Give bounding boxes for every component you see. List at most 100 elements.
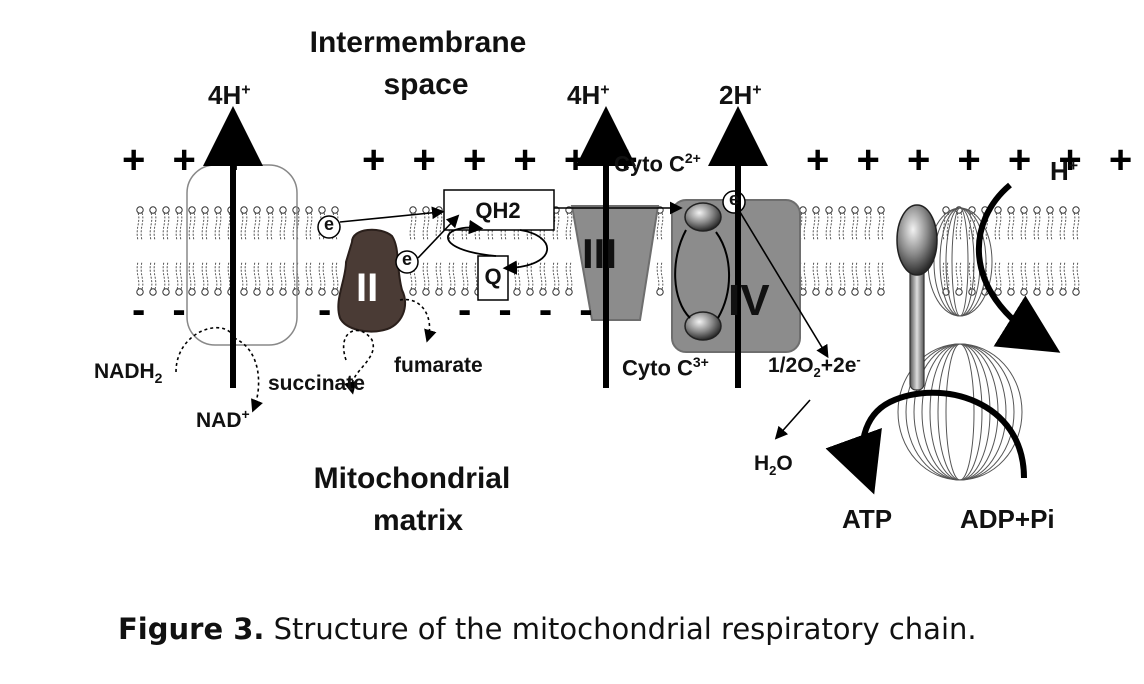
lipid [461, 261, 469, 296]
lipid [1046, 261, 1054, 296]
lipid [240, 206, 248, 241]
lipid [1046, 206, 1054, 241]
lipid [825, 206, 833, 241]
negative-charges-middle: - - - - [458, 288, 601, 332]
oxygen-label: 1/2O2+2e- [768, 352, 861, 381]
nadh-label: NADH2 [94, 360, 163, 387]
lipid [175, 206, 183, 241]
atp-synthase-arrows [825, 182, 1061, 495]
complex-iii-shape [570, 205, 660, 321]
lipid [877, 206, 885, 241]
respiratory-chain-diagram [136, 106, 1080, 495]
lipid [175, 261, 183, 296]
lipid [435, 261, 443, 296]
intermembrane-label-1: Intermembrane [309, 26, 527, 59]
lipid [136, 206, 144, 241]
lipid [188, 261, 196, 296]
lipid [214, 206, 222, 241]
adp-pi-label: ADP+Pi [960, 504, 1055, 534]
q-label: Q [484, 264, 502, 289]
lipid [136, 261, 144, 296]
electron-label-1: e [323, 214, 335, 234]
complex-iii-label: III [582, 230, 618, 277]
lipid [1007, 261, 1015, 296]
h-plus-atp-label: H+ [1050, 156, 1079, 186]
lipid [240, 261, 248, 296]
positive-charges-left: + + + [122, 138, 255, 182]
lipid [201, 206, 209, 241]
lipid [253, 261, 261, 296]
lipid [552, 261, 560, 296]
cyto-c-upper-sphere [684, 202, 722, 232]
lipid [812, 261, 820, 296]
intermembrane-label-2: space [383, 68, 469, 101]
proton-label-complex-iv: 2H+ [719, 80, 762, 110]
electron-paths [339, 201, 829, 440]
lipid [292, 206, 300, 241]
proton-label-complex-i: 4H+ [208, 80, 251, 110]
lipid [305, 206, 313, 241]
lipid [1072, 206, 1080, 241]
complex-ii-shape [337, 228, 407, 333]
atp-label: ATP [842, 504, 893, 534]
lipid [448, 261, 456, 296]
lipid [162, 261, 170, 296]
lipid [266, 206, 274, 241]
lipid [422, 261, 430, 296]
lipid [292, 261, 300, 296]
lipid [656, 261, 664, 296]
negative-charges-ii: - [318, 288, 340, 332]
water-label: H2O [754, 452, 793, 479]
lipid [877, 261, 885, 296]
lipid [539, 261, 547, 296]
lipid [994, 261, 1002, 296]
lipid [864, 261, 872, 296]
complex-ii-label: II [356, 266, 379, 310]
lipid [409, 206, 417, 241]
lipid [838, 206, 846, 241]
lipid [994, 206, 1002, 241]
proton-pump-arrows [203, 106, 768, 388]
lipid [422, 206, 430, 241]
lipid [266, 261, 274, 296]
cyto-c-lower-sphere [684, 311, 722, 341]
lipid [1007, 206, 1015, 241]
lipid [955, 261, 963, 296]
lipid [201, 261, 209, 296]
lipid [318, 261, 326, 296]
lipid [214, 261, 222, 296]
cyto-c-reduced-label: Cyto C3+ [622, 354, 709, 381]
complex-i-outline [186, 164, 298, 346]
figure-caption-label: Figure 3. [118, 612, 265, 646]
lipid [864, 206, 872, 241]
substrate-arrows [175, 298, 437, 413]
lipid [188, 206, 196, 241]
lipid [149, 261, 157, 296]
electron-label-3: e [728, 189, 740, 209]
lipid [851, 206, 859, 241]
lipid [1033, 206, 1041, 241]
lipid [279, 261, 287, 296]
lipid [565, 261, 573, 296]
lipid [825, 261, 833, 296]
atp-synthase [896, 204, 1023, 481]
cyto-c-cycle-arrow-2 [715, 231, 730, 319]
complex-iv-label: IV [728, 276, 770, 325]
proton-label-complex-iii: 4H+ [567, 80, 610, 110]
electron-label-2: e [401, 249, 413, 269]
lipid [1059, 261, 1067, 296]
fumarate-label: fumarate [394, 354, 483, 377]
positive-charges-middle: + + + + + + [362, 138, 646, 182]
figure-caption: Figure 3. Structure of the mitochondrial… [118, 612, 977, 646]
qh2-label: QH2 [475, 198, 521, 223]
succinate-label: succinate [268, 372, 365, 395]
lipid [1072, 261, 1080, 296]
lipid [149, 206, 157, 241]
qh2-box [443, 189, 555, 231]
negative-charges-left: - - [132, 288, 194, 332]
lipid [812, 206, 820, 241]
lipid [1033, 261, 1041, 296]
lipid [565, 206, 573, 241]
lipid [331, 261, 339, 296]
lipid [1059, 206, 1067, 241]
